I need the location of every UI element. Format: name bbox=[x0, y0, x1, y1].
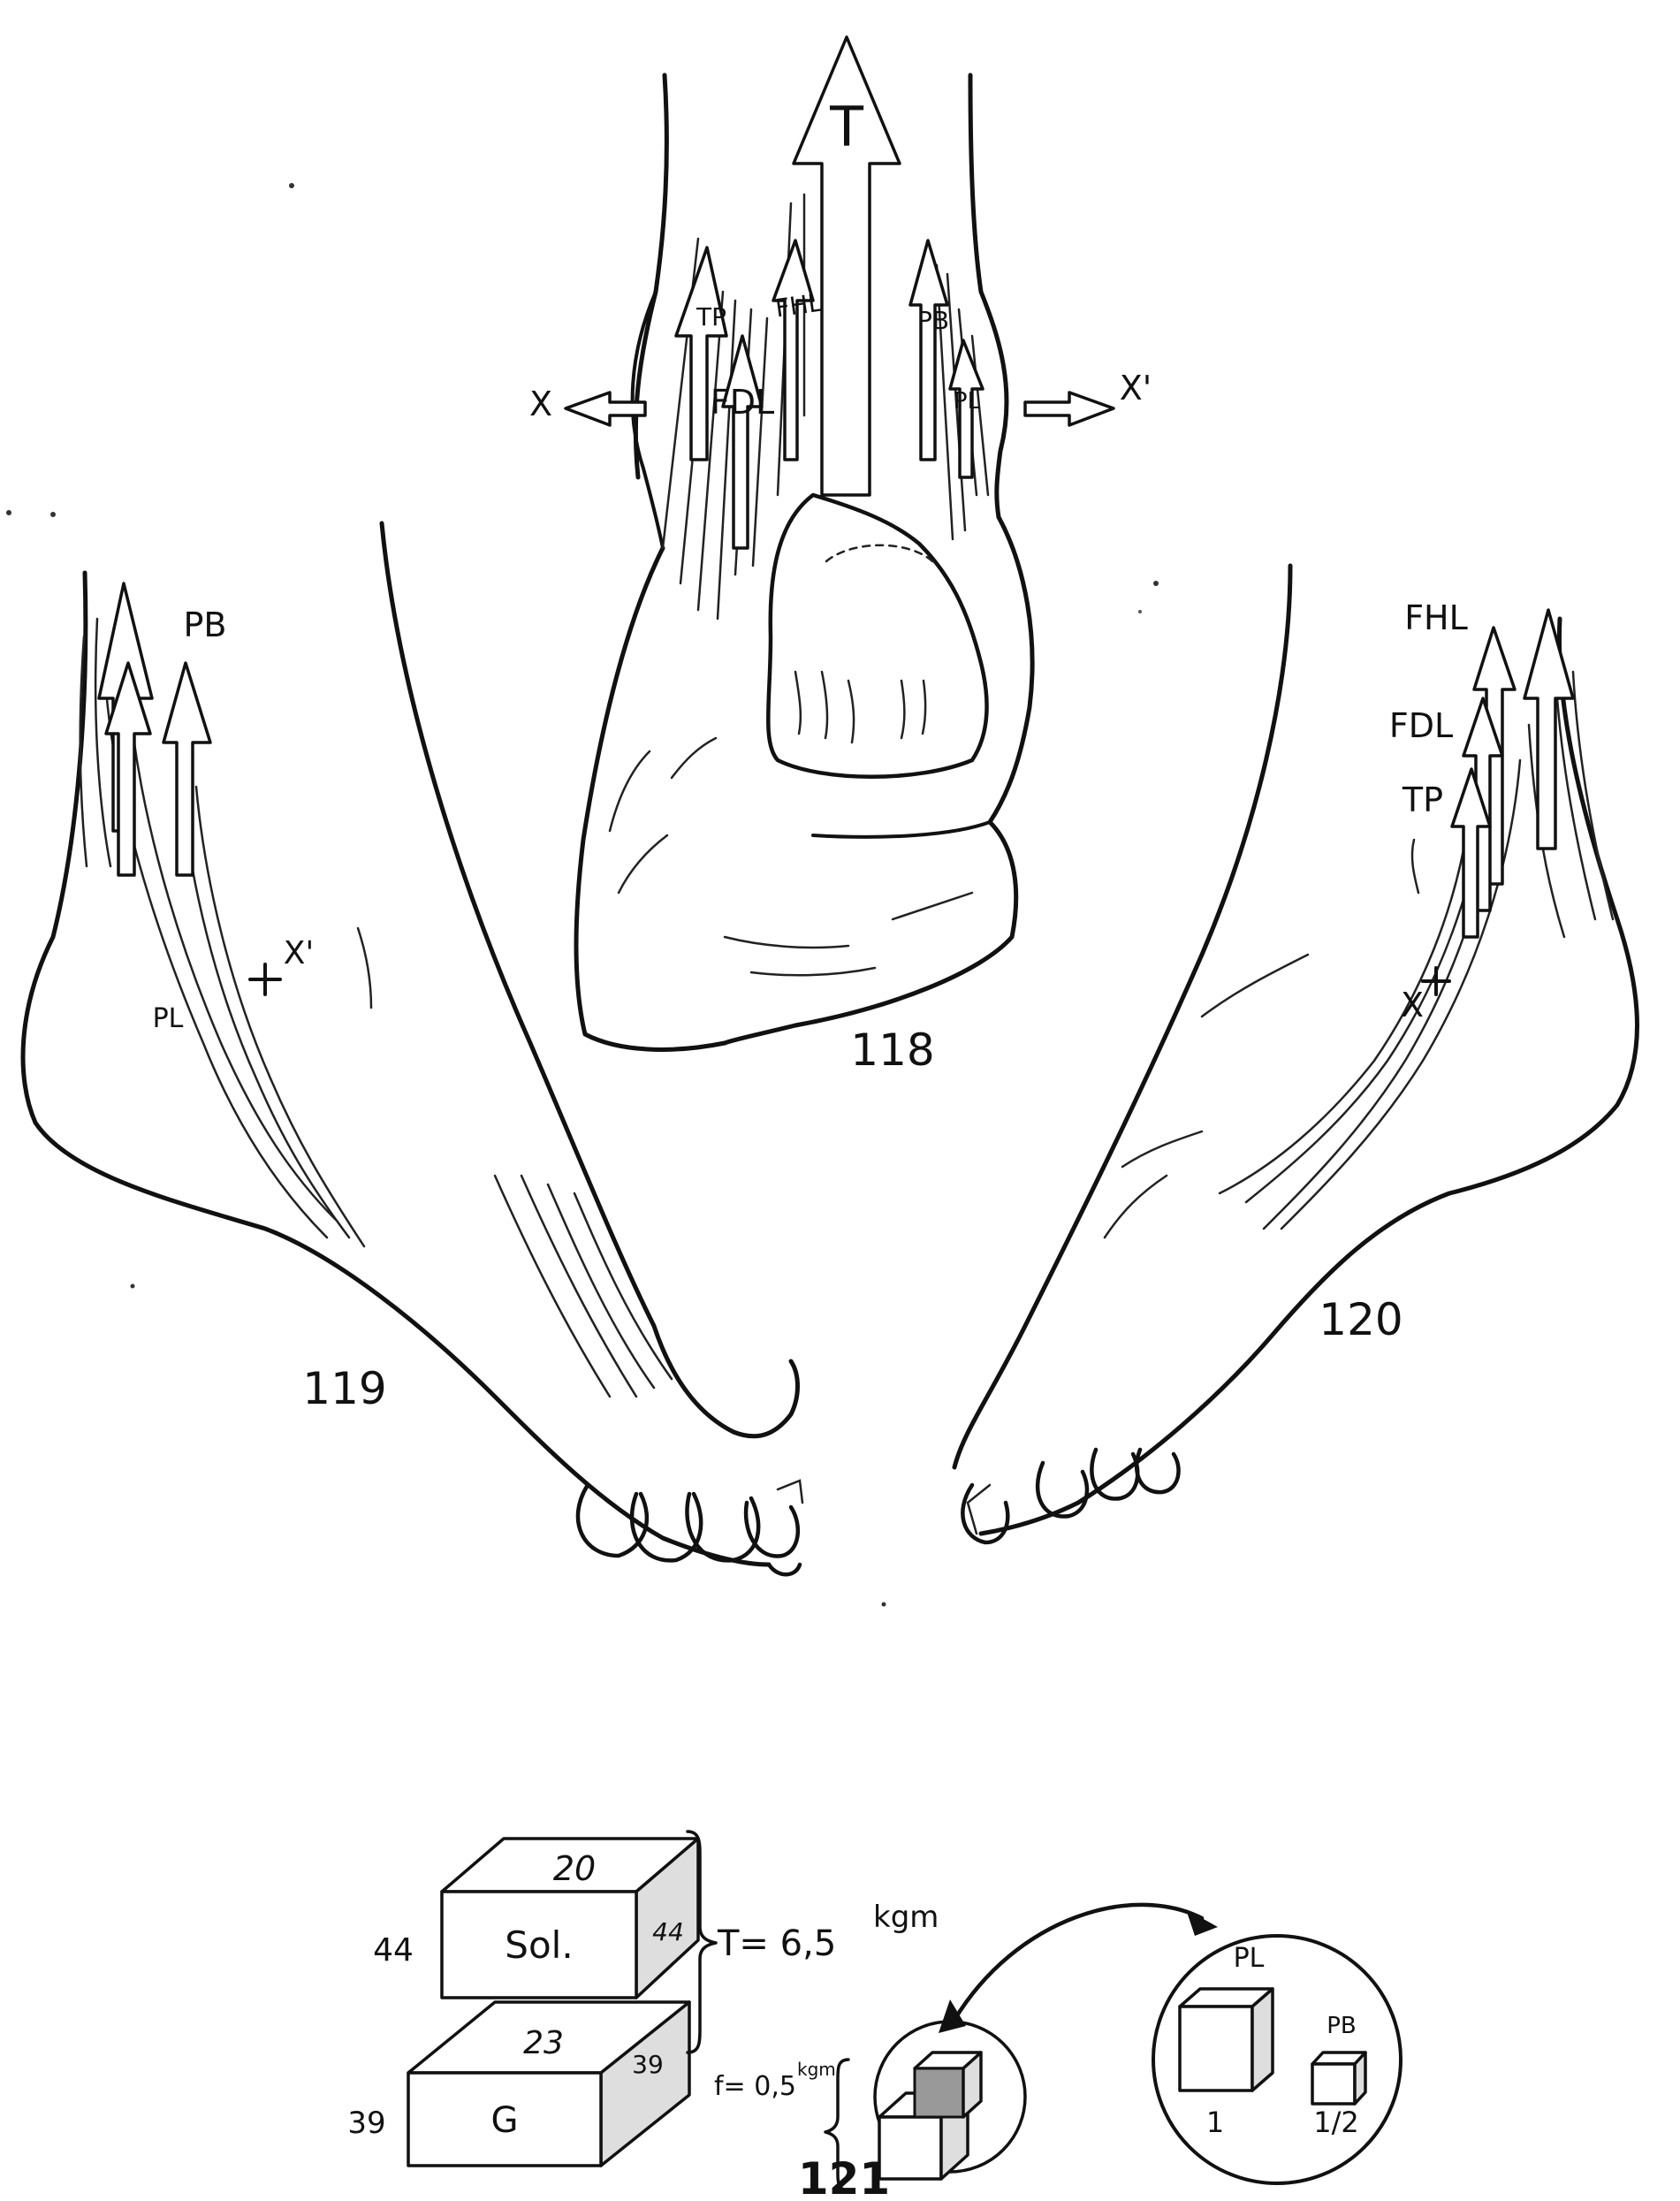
scan-specks bbox=[6, 183, 1159, 1607]
fig121-PL-block-side bbox=[1250, 1987, 1274, 2092]
fig120-label-FHL: FHL bbox=[1404, 598, 1468, 637]
fig120-number: 120 bbox=[1319, 1294, 1403, 1345]
fig121-circle-label-PL: PL bbox=[1234, 1943, 1265, 1974]
fig121-small-inner-side bbox=[962, 2051, 983, 2119]
fig121-circle-value-half: 1/2 bbox=[1313, 2106, 1359, 2139]
fig118-arrow-TP bbox=[674, 246, 728, 461]
fig118-heel-hatch bbox=[608, 736, 974, 977]
fig118-label-TP: TP bbox=[696, 302, 726, 331]
fig118-talus-dashed bbox=[825, 544, 939, 567]
fig121-sol-left-value: 44 bbox=[373, 1932, 414, 1969]
fig120-label-TP: TP bbox=[1402, 781, 1443, 819]
fig121-arrowhead-left bbox=[939, 1999, 966, 2033]
fig118-arrow-Xp bbox=[1023, 391, 1115, 427]
fig119-posterior-sole bbox=[20, 570, 772, 1567]
fig121-sol-top-value: 20 bbox=[553, 1849, 596, 1888]
fig121-curved-arrow bbox=[952, 1902, 1205, 2022]
fig121-sol-label: Sol. bbox=[505, 1923, 573, 1967]
fig118-heel-crease bbox=[811, 820, 992, 839]
fig119-cross-Xp bbox=[248, 963, 282, 996]
fig119-label-PB: PB bbox=[184, 605, 227, 644]
fig120-cross-X bbox=[1421, 966, 1451, 996]
fig121-small-block-front bbox=[878, 2115, 943, 2181]
fig118-label-Xp: X' bbox=[1120, 369, 1152, 407]
fig118-arrow-PB bbox=[908, 239, 949, 461]
fig121-PB-block-side bbox=[1353, 2051, 1367, 2106]
fig121-brace-T bbox=[686, 1830, 718, 2054]
fig119-label-PL: PL bbox=[153, 1003, 184, 1034]
fig119-posterior-strands bbox=[79, 617, 112, 868]
fig120-skin-lines bbox=[1103, 953, 1310, 1239]
fig118-heel-left bbox=[574, 545, 727, 1052]
fig118-calcaneus bbox=[765, 492, 989, 779]
fig121-PL-block-front bbox=[1178, 2005, 1254, 2092]
fig121-circle-label-PB: PB bbox=[1327, 2013, 1357, 2039]
fig121-g-left-value: 39 bbox=[347, 2106, 385, 2141]
fig118-heel-right bbox=[722, 514, 1035, 1046]
fig118-label-FDL: FDL bbox=[711, 383, 774, 422]
fig121-number: 121 bbox=[798, 2153, 890, 2201]
fig120-label-FDL: FDL bbox=[1389, 706, 1453, 745]
fig120-label-X: X bbox=[1401, 986, 1424, 1024]
fig121-sol-front-face bbox=[440, 1890, 638, 1999]
fig121-arrowhead-right bbox=[1186, 1909, 1218, 1936]
fig118-medial-malleolus bbox=[630, 290, 665, 550]
fig118-lateral-tendons bbox=[935, 263, 990, 541]
figure-120: FHL FDL TP X 120 bbox=[952, 563, 1639, 1545]
fig118-leg-right-edge bbox=[968, 72, 1009, 520]
fig120-arrow-1 bbox=[1523, 608, 1575, 850]
fig120-anterior-edge bbox=[952, 563, 1293, 1470]
fig118-label-T: T bbox=[829, 95, 864, 159]
fig118-arrow-X bbox=[564, 391, 647, 427]
figure-121: Sol. 20 44 44 G 23 39 39 T= 6,5 kgm f= 0… bbox=[347, 1830, 1403, 2201]
fig119-arrow-PL bbox=[104, 661, 152, 877]
fig121-PB-block-front bbox=[1311, 2062, 1357, 2106]
fig118-calcaneus-hatch bbox=[794, 670, 927, 744]
fig118-arrow-FDL bbox=[721, 334, 764, 550]
fig120-toenail bbox=[966, 1483, 992, 1535]
fig119-dorsal-tendons bbox=[493, 1174, 673, 1398]
fig121-T-unit: kgm bbox=[873, 1900, 939, 1935]
fig118-label-FHL: FHL bbox=[773, 288, 824, 324]
fig121-g-top-value: 23 bbox=[523, 2025, 564, 2061]
fig118-label-PL: PL bbox=[954, 388, 981, 415]
fig120-arrow-TP bbox=[1450, 767, 1492, 939]
figure-118: T TP FHL FDL PB PL X X' 118 bbox=[529, 35, 1152, 1076]
fig118-label-PB: PB bbox=[917, 306, 949, 335]
fig119-toes bbox=[575, 1482, 802, 1577]
fig118-label-X: X bbox=[529, 385, 552, 423]
figure-119: PB PL X' 119 bbox=[20, 521, 804, 1577]
fig120-tendons bbox=[1218, 758, 1522, 1230]
fig118-arrow-FHL bbox=[772, 239, 815, 461]
fig118-arrow-T bbox=[792, 35, 901, 497]
fig121-circle-value-1: 1 bbox=[1206, 2106, 1224, 2139]
fig119-anterior-edge bbox=[379, 521, 800, 1439]
fig121-circle-large bbox=[1152, 1934, 1403, 2185]
fig119-toenail bbox=[776, 1479, 804, 1504]
fig121-g-label: G bbox=[491, 2100, 519, 2141]
fig120-skin-line bbox=[1410, 838, 1420, 895]
fig120-toes bbox=[961, 1447, 1181, 1545]
fig121-T-formula: T= 6,5 bbox=[717, 1923, 836, 1964]
fig121-f-formula: f= 0,5 bbox=[714, 2071, 796, 2102]
fig119-tendons bbox=[104, 688, 366, 1248]
fig119-label-Xp: X' bbox=[284, 935, 315, 971]
fig121-g-front-face bbox=[407, 2071, 603, 2167]
fig119-arrow-PB bbox=[162, 661, 212, 877]
fig121-brace-f bbox=[824, 2058, 850, 2192]
fig121-f-unit: kgm bbox=[797, 2059, 836, 2080]
fig118-number: 118 bbox=[850, 1024, 934, 1076]
fig121-sol-side-value: 44 bbox=[652, 1917, 684, 1946]
fig121-small-inner-front bbox=[913, 2067, 965, 2119]
fig119-skin-line bbox=[356, 926, 373, 1009]
fig120-posterior-sole bbox=[978, 616, 1639, 1536]
fig121-g-side-value: 39 bbox=[632, 2050, 664, 2079]
fig118-arrow-PL bbox=[948, 339, 984, 479]
fig119-number: 119 bbox=[302, 1363, 386, 1414]
